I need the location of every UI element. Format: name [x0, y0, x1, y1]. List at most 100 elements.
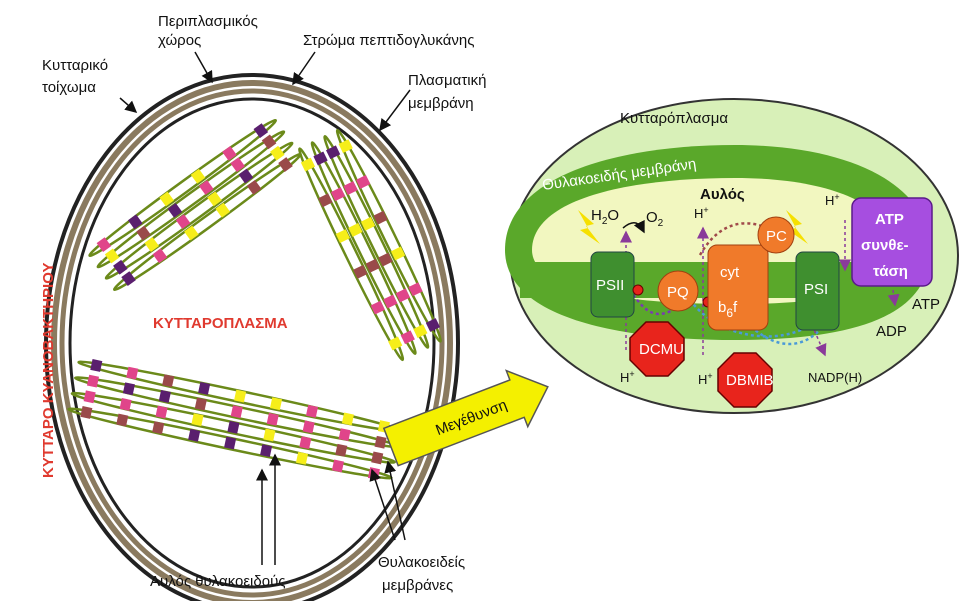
membrane-protein [261, 134, 277, 150]
pq-carrier [657, 270, 699, 312]
cell-wall-outline [44, 73, 460, 601]
membrane-protein [194, 397, 207, 411]
nadph-label: NADP(H) [808, 370, 862, 385]
membrane-protein [104, 248, 120, 264]
membrane-protein [325, 145, 341, 160]
membrane-protein [155, 405, 168, 419]
dbmib-inhibitor [717, 352, 773, 408]
label-periplasmic-1: Περιπλασμικός [158, 13, 258, 30]
thylakoid-membrane [323, 135, 430, 349]
membrane-protein [330, 187, 346, 202]
membrane-protein [167, 202, 183, 218]
pq-label: PQ [667, 284, 689, 301]
thylakoid-membrane [298, 147, 405, 362]
membrane-protein [318, 193, 333, 208]
membrane-protein [373, 210, 388, 225]
membrane-protein [144, 237, 160, 252]
membrane-protein [374, 435, 387, 449]
membrane-protein [121, 271, 136, 286]
lightning-icon-psii [578, 210, 600, 244]
membrane-protein [188, 428, 201, 442]
membrane-protein [335, 443, 348, 457]
membrane-protein [270, 397, 283, 411]
membrane-protein [152, 421, 165, 435]
membrane-protein [116, 413, 129, 427]
membrane-protein [313, 151, 328, 166]
cytochrome-b6f-complex [707, 244, 769, 331]
membrane-protein [295, 451, 309, 465]
membrane-protein [335, 229, 350, 244]
inset-lumen-label: Αυλός [700, 186, 745, 203]
membrane-protein [338, 428, 351, 442]
atp-synthase-label-1: ATP [875, 211, 904, 228]
o2-label: O2 [646, 209, 664, 229]
thylakoid-membrane [310, 141, 417, 355]
h-plus-cyt-label: H+ [698, 371, 713, 387]
membrane-protein [152, 248, 168, 264]
cytoplasm-title: ΚΥΤΤΑΡΟΠΛΑΣΜΑ [153, 315, 288, 332]
psi-complex [795, 251, 840, 331]
thylakoid-membrane [96, 130, 286, 269]
membrane-protein [253, 123, 269, 138]
membrane-protein [122, 382, 135, 396]
cyt-label-2: b6f [718, 299, 738, 320]
atp-label: ATP [912, 296, 940, 313]
h-plus-atp-label: H+ [825, 192, 840, 208]
psii-complex [590, 251, 635, 318]
membrane-protein [246, 179, 262, 195]
membrane-protein [199, 180, 214, 195]
label-cell-wall-1: Κυτταρικό [42, 57, 108, 74]
membrane-protein [230, 157, 245, 173]
psii-label: PSII [596, 277, 624, 294]
membrane-protein [331, 459, 344, 473]
membrane-protein [162, 374, 175, 388]
membrane-protein [80, 406, 93, 419]
membrane-protein [400, 330, 415, 345]
psi-label: PSI [804, 281, 828, 298]
leader-lines [119, 51, 411, 565]
atp-synthase [851, 197, 933, 287]
atp-synthase-label-3: τάση [873, 263, 908, 280]
membrane-protein [90, 359, 103, 372]
membrane-protein [370, 300, 385, 315]
thylakoid-stacks [67, 119, 442, 480]
inset-cytoplasm-label: Κυτταρόπλασμα [620, 110, 728, 127]
label-periplasmic-2: χώρος [158, 32, 201, 49]
label-peptidoglycan: Στρώμα πεπτιδογλυκάνης [303, 32, 474, 49]
label-plasma-membrane-2: μεμβράνη [408, 95, 474, 112]
pc-carrier [757, 216, 795, 254]
periplasm-ring [59, 88, 445, 598]
h2o-label: H2O [591, 207, 619, 227]
membrane-protein [341, 412, 354, 426]
dbmib-label: DBMIB [726, 372, 774, 389]
dcmu-inhibitor [629, 321, 685, 377]
membrane-protein [266, 412, 279, 426]
pc-label: PC [766, 228, 787, 245]
membrane-protein [86, 374, 100, 388]
membrane-protein [119, 397, 132, 411]
membrane-protein [343, 181, 358, 195]
membrane-protein [263, 428, 276, 442]
membrane-protein [96, 237, 112, 253]
label-plasma-membrane-1: Πλασματική [408, 72, 486, 89]
thylakoid-stack [298, 128, 442, 362]
lightning-icon-psi [786, 210, 808, 244]
membrane-protein [425, 318, 441, 332]
membrane-protein [234, 389, 247, 403]
membrane-protein [159, 191, 174, 207]
membrane-protein [413, 324, 428, 339]
membrane-protein [360, 216, 376, 231]
atp-synthase-label-2: συνθε- [861, 237, 909, 254]
inset: Κυτταρόπλασμα Θυλακοειδής μεμβράνη Αυλός [505, 98, 959, 414]
membrane-protein [113, 259, 128, 275]
membrane-protein [270, 145, 285, 161]
membrane-protein [356, 175, 371, 189]
thylakoid-stack [67, 359, 403, 480]
membrane-protein [278, 157, 293, 172]
membrane-protein [378, 252, 393, 267]
h-plus-lumen-label: H+ [694, 205, 709, 221]
membrane-protein [207, 191, 222, 207]
membrane-protein [395, 288, 411, 303]
membrane-protein [302, 420, 315, 434]
